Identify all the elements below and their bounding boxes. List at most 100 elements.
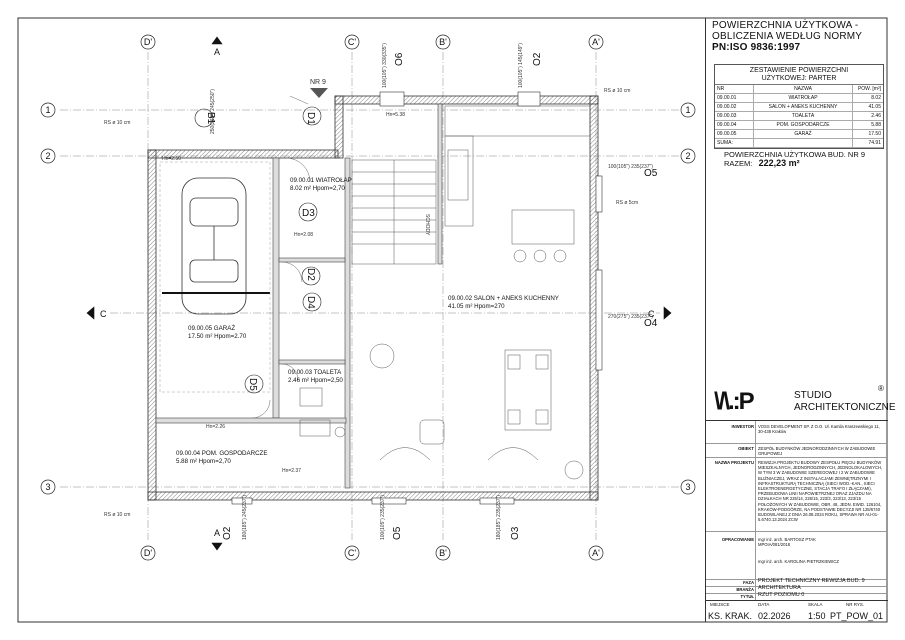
summary-header-row: NR NAZWA POW. [m²]	[715, 85, 883, 94]
table-row: 09.00.01 WIATROŁAP 8.02	[715, 93, 883, 103]
investor-label: INWESTOR	[731, 424, 755, 429]
norm-header: POWIERZCHNIA UŻYTKOWA - OBLICZENIA WEDŁU…	[712, 20, 862, 53]
row-name: GARAŻ	[753, 129, 853, 139]
row-nr: 09.00.04	[715, 120, 754, 130]
area-summary-table: ZESTAWIENIE POWIERZCHNI UŻYTKOWEJ: PARTE…	[714, 64, 884, 149]
total-area-title: POWIERZCHNIA UŻYTKOWA BUD. NR 9	[724, 150, 865, 159]
axis-bottom-a: A'	[592, 548, 600, 558]
project-name-row: NAZWA PROJEKTU REWIZJA PROJEKTU BUDOWY Z…	[706, 457, 888, 532]
window-o4-dims: 270(275") 235(237")	[608, 314, 653, 320]
axis-top-b: B'	[439, 37, 447, 47]
row-nr: 09.00.03	[715, 111, 754, 121]
window-o2-bottom-dims: 180(185") 245(237")	[242, 495, 248, 540]
branch-label: BRANŻA	[736, 587, 754, 592]
axis-bottom-b: B'	[439, 548, 447, 558]
section-a-top: A	[214, 47, 220, 57]
stairs-label: SCHODY	[424, 214, 430, 236]
row-area: 74.91	[852, 138, 883, 148]
axis-top-a: A'	[592, 37, 600, 47]
axis-right-1: 1	[685, 105, 690, 115]
tag-d5: D5	[247, 378, 258, 391]
axis-right-2: 2	[685, 151, 690, 161]
norm-header-line1: POWIERZCHNIA UŻYTKOWA -	[712, 20, 859, 31]
phase-value: PROJEKT TECHNICZNY REWIZJA BUD. 9	[758, 578, 865, 584]
date-label: DATA	[758, 602, 770, 607]
total-area-label: RAZEM:	[724, 159, 753, 168]
row-area: 2.46	[852, 111, 883, 121]
tag-d2: D2	[305, 268, 316, 281]
norm-header-line2: OBLICZENIA WEDŁUG NORMY	[712, 31, 863, 42]
section-a-bottom: A	[214, 528, 220, 538]
object-label: OBIEKT	[738, 446, 754, 451]
row-area: 17.50	[852, 129, 883, 139]
car-icon	[181, 177, 247, 315]
total-area-line: RAZEM: 222,23 m²	[724, 158, 865, 169]
summary-col-name: NAZWA	[753, 85, 853, 94]
room-toaleta-label: 09.00.03 TOALETA	[288, 369, 342, 376]
section-c-left: C	[100, 309, 107, 319]
sheet-footer: MIEJSCE KS. KRAK. DATA 02.2026 SKALA 1:5…	[706, 600, 888, 624]
branch-value: ARCHITEKTURA	[758, 585, 801, 591]
project-info: INWESTOR VOSS DEVELOPMENT SP. Z O.O. Ul.…	[706, 420, 888, 623]
tag-d4: D4	[305, 296, 316, 309]
room-salon-area: 41.05 m² Hpom=270	[448, 303, 505, 310]
axis-left-2: 2	[45, 151, 50, 161]
window-o6-dims: 100(105") 330(335")	[382, 43, 388, 88]
investor-row: INWESTOR VOSS DEVELOPMENT SP. Z O.O. Ul.…	[706, 421, 888, 444]
row-area: 41.05	[852, 102, 883, 112]
total-area-value: 222,23 m²	[758, 158, 800, 168]
row-name: WIATROŁAP	[753, 93, 853, 103]
room-garaz-label: 09.00.05 GARAŻ	[188, 325, 235, 332]
row-area: 8.02	[852, 93, 883, 103]
axis-left-1: 1	[45, 105, 50, 115]
sheet-border	[17, 17, 888, 623]
room-garaz-area: 17.50 m² Hpom=2.70	[188, 333, 247, 340]
tag-d3: D3	[302, 208, 315, 219]
table-row: 09.00.02 SALON + ANEKS KUCHENNY 41.05	[715, 102, 883, 112]
prepared-label: OPRACOWANIE	[721, 537, 754, 542]
window-o5-tag: O5	[644, 168, 658, 179]
window-b1-dims: 250(265") 245(250")	[210, 89, 216, 134]
room-gospodarcze-area: 5.88 m² Hpom=2,70	[176, 458, 231, 465]
room-wiatrolap-label: 09.00.01 WIATROŁAP	[290, 177, 352, 184]
phase-label: FAZA	[743, 580, 754, 585]
table-row: 09.00.03 TOALETA 2.46	[715, 111, 883, 121]
hn-garage-label: Hn=2.50	[162, 156, 181, 162]
window-o5-bottom-tag: O5	[392, 526, 403, 540]
axis-left-3: 3	[45, 482, 50, 492]
window-o5-dims: 100(105") 235(237")	[608, 164, 653, 170]
studio-name-line2: ARCHITEKTONICZNE	[794, 402, 896, 413]
studio-logo: \/\.:P STUDIO ARCHITEKTONICZNE ®	[708, 384, 896, 420]
title-block: POWIERZCHNIA UŻYTKOWA - OBLICZENIA WEDŁU…	[705, 18, 896, 623]
row-nr: 09.00.02	[715, 102, 754, 112]
window-o2-dims: 100(105") 145(149")	[518, 43, 524, 88]
drawing-number-label: NR RYS.	[846, 602, 865, 607]
branch-row: BRANŻA ARCHITEKTURA	[706, 585, 888, 594]
window-o6-tag: O6	[394, 52, 405, 66]
project-name-label: NAZWA PROJEKTU	[714, 460, 754, 465]
hn-top-label: Hn=5.38	[386, 112, 405, 118]
hn-rozdz-label: Hn=2.08	[294, 232, 313, 238]
window-o3-bottom-dims: 180(185") 235(237")	[496, 495, 502, 540]
investor-value: VOSS DEVELOPMENT SP. Z O.O. Ul. Kamila K…	[758, 424, 880, 435]
summary-title-line1: ZESTAWIENIE POWIERZCHNI	[749, 67, 849, 74]
scale-label: SKALA	[808, 602, 823, 607]
axis-bottom-c: C'	[348, 548, 356, 558]
axis-top-c: C'	[348, 37, 356, 47]
author1: mgr inż. arch. BARTOSZ PTAK MPOIA/081/20…	[758, 537, 816, 548]
summary-col-nr: NR	[715, 85, 754, 94]
window-o2-bottom-tag: O2	[222, 526, 233, 540]
prepared-row: OPRACOWANIE mgr inż. arch. BARTOSZ PTAK …	[706, 531, 888, 580]
entrance-arrow	[310, 88, 328, 98]
table-row: 09.00.05 GARAŻ 17.50	[715, 129, 883, 139]
total-area: POWIERZCHNIA UŻYTKOWA BUD. NR 9 RAZEM: 2…	[724, 150, 865, 168]
room-toaleta-area: 2.46 m² Hpom=2,50	[288, 377, 343, 384]
row-nr: SUMA:	[715, 138, 754, 148]
place-value: KS. KRAK.	[708, 611, 753, 621]
rs-top-label: RS ø 10 cm	[604, 88, 630, 94]
room-gospodarcze-label: 09.00.04 POM. GOSPODARCZE	[176, 450, 267, 457]
project-name-value: REWIZJA PROJEKTU BUDOWY ZESPOŁU PIĘCIU B…	[758, 460, 883, 523]
registered-mark: ®	[878, 384, 884, 393]
